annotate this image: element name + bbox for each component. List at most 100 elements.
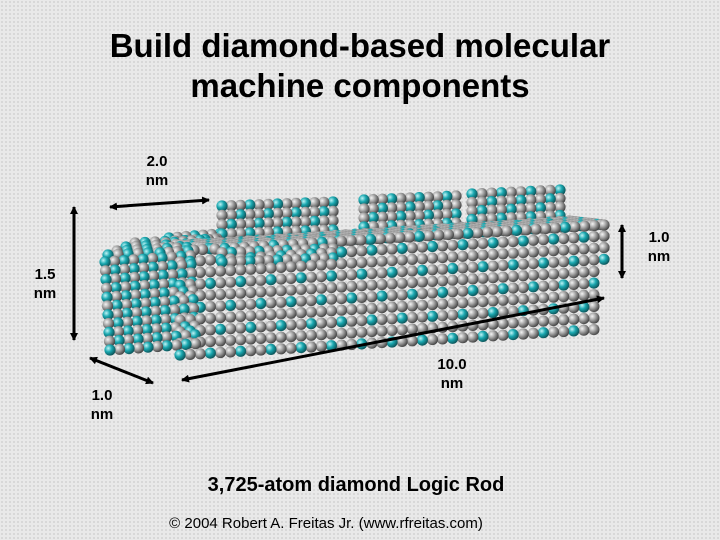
hydrogen-atom [151, 332, 163, 344]
carbon-atom [185, 267, 198, 279]
carbon-atom [376, 244, 388, 256]
carbon-atom [281, 207, 293, 219]
carbon-atom [346, 257, 358, 269]
carbon-atom [441, 199, 453, 211]
carbon-atom [204, 312, 216, 324]
carbon-atom [166, 269, 179, 281]
carbon-atom [356, 315, 368, 327]
carbon-atom [262, 198, 274, 210]
carbon-atom [224, 276, 237, 288]
carbon-atom [517, 293, 529, 305]
carbon-atom [265, 332, 277, 344]
hydrogen-atom [216, 200, 228, 212]
carbon-atom [481, 226, 493, 238]
carbon-atom [386, 243, 398, 255]
carbon-atom [356, 245, 368, 257]
carbon-atom [295, 330, 307, 342]
carbon-atom [315, 282, 327, 294]
carbon-atom [422, 200, 434, 212]
carbon-atom [235, 287, 247, 299]
carbon-atom [467, 273, 479, 285]
carbon-atom [281, 198, 293, 210]
hydrogen-atom [537, 327, 550, 339]
carbon-atom [507, 270, 519, 282]
hydrogen-atom [467, 284, 479, 297]
carbon-atom [547, 280, 560, 292]
carbon-atom [547, 256, 560, 268]
carbon-atom [507, 282, 519, 294]
hydrogen-atom [244, 199, 256, 211]
diamond-rod-atoms [99, 184, 610, 361]
hydrogen-atom [290, 207, 302, 219]
carbon-atom [447, 286, 459, 298]
carbon-atom [335, 281, 348, 293]
carbon-atom [214, 300, 226, 312]
hydrogen-atom [406, 288, 418, 300]
carbon-atom [507, 236, 519, 248]
carbon-atom [527, 246, 539, 258]
hydrogen-atom [477, 330, 489, 342]
carbon-atom [578, 266, 590, 278]
carbon-atom [578, 243, 590, 255]
carbon-atom [159, 313, 172, 325]
hydrogen-atom [100, 274, 112, 286]
hydrogen-atom [396, 312, 408, 324]
carbon-atom [426, 333, 438, 346]
carbon-atom [235, 264, 247, 276]
carbon-atom [346, 269, 358, 281]
carbon-atom [386, 255, 398, 267]
carbon-atom [204, 254, 216, 266]
carbon-atom [558, 244, 570, 256]
carbon-atom [120, 299, 133, 311]
carbon-atom [255, 263, 267, 275]
carbon-atom [497, 271, 509, 283]
hydrogen-atom [234, 209, 247, 221]
hydrogen-atom [534, 202, 547, 214]
carbon-atom [374, 233, 386, 245]
carbon-atom [395, 192, 407, 204]
carbon-atom [540, 223, 552, 235]
carbon-atom [129, 289, 142, 301]
carbon-atom [487, 283, 499, 295]
carbon-atom [467, 238, 479, 250]
carbon-atom [578, 278, 590, 290]
carbon-atom [285, 307, 297, 319]
carbon-atom [476, 196, 488, 208]
carbon-atom [315, 259, 327, 271]
hydrogen-atom [147, 261, 159, 273]
hydrogen-atom [262, 208, 274, 220]
carbon-atom [457, 250, 469, 262]
hydrogen-atom [168, 295, 180, 307]
carbon-atom [165, 251, 178, 263]
carbon-atom [537, 292, 550, 304]
carbon-atom [505, 186, 517, 198]
hydrogen-atom [568, 255, 580, 267]
hydrogen-atom [527, 281, 539, 293]
carbon-atom [305, 329, 317, 341]
hydrogen-atom [537, 257, 550, 269]
carbon-atom [396, 277, 408, 289]
carbon-atom [558, 256, 570, 268]
carbon-atom [507, 247, 519, 259]
carbon-atom [225, 209, 237, 221]
carbon-atom [122, 334, 135, 346]
carbon-atom [497, 248, 509, 260]
carbon-atom [578, 220, 591, 232]
carbon-atom [245, 310, 257, 322]
carbon-atom [204, 266, 216, 278]
carbon-atom [476, 188, 488, 200]
carbon-atom [157, 278, 170, 290]
carbon-atom [525, 194, 537, 206]
carbon-atom [335, 293, 348, 305]
carbon-atom [245, 275, 257, 287]
carbon-atom [111, 308, 124, 320]
carbon-atom [544, 201, 556, 213]
hydrogen-atom [441, 190, 453, 202]
carbon-atom [245, 333, 257, 345]
carbon-atom [305, 306, 317, 318]
carbon-atom [271, 217, 284, 229]
carbon-atom [422, 191, 434, 203]
carbon-atom [325, 282, 337, 294]
carbon-atom [395, 201, 407, 213]
